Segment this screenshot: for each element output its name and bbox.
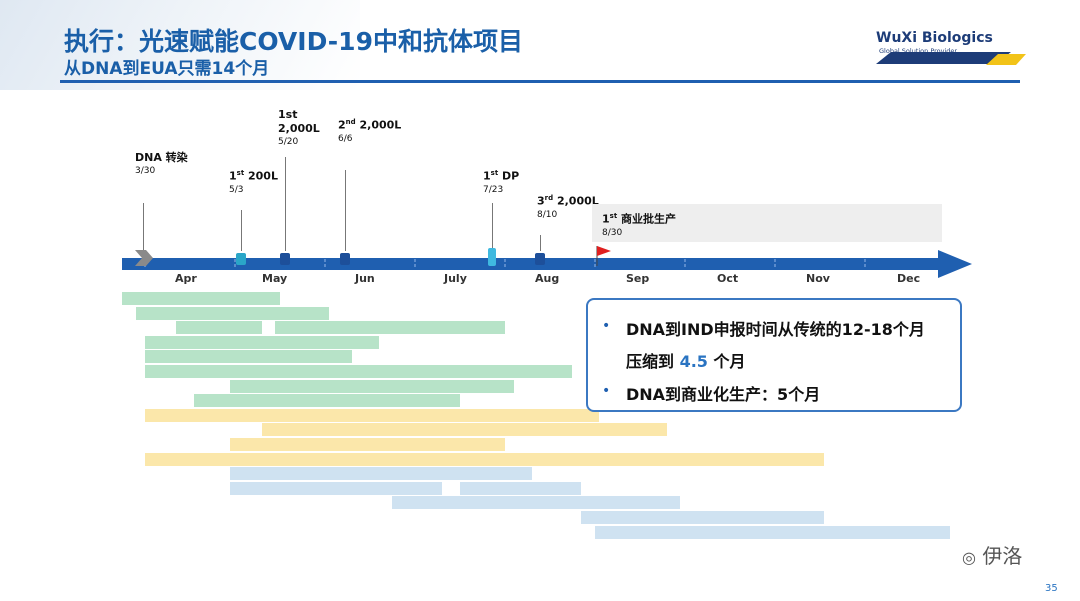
month-label: Apr bbox=[175, 272, 197, 285]
logo-name: WuXi Biologics bbox=[876, 30, 993, 46]
gantt-bar bbox=[144, 335, 379, 349]
month-label: May bbox=[262, 272, 288, 285]
month-label: July bbox=[444, 272, 467, 285]
commercial-production-band bbox=[592, 204, 942, 242]
callout-bullet-1-line-1: DNA到IND申报时间从传统的12-18个月 bbox=[626, 320, 925, 339]
milestone-date: 5/20 bbox=[278, 137, 299, 147]
bullet-icon: • bbox=[602, 318, 611, 334]
milestone-label: 1st 商业批生产 bbox=[602, 212, 677, 226]
gantt-bar bbox=[392, 496, 680, 510]
milestone-1st-dp: 1st DP 7/23 bbox=[483, 166, 519, 196]
month-label: Sep bbox=[626, 272, 650, 285]
milestone-1st-2000l: 1st 2,000L 5/20 bbox=[278, 108, 320, 148]
gantt-bar bbox=[594, 525, 950, 539]
month-label: Nov bbox=[806, 272, 830, 285]
milestone-label: 1st 200L bbox=[229, 169, 278, 183]
page-number: 35 bbox=[1045, 583, 1058, 594]
month-label: Jun bbox=[355, 272, 375, 285]
milestone-drop-line bbox=[285, 157, 286, 251]
gantt-bar bbox=[230, 467, 532, 481]
milestone-label-line2: 2,000L bbox=[278, 122, 320, 135]
milestone-date: 6/6 bbox=[338, 133, 353, 144]
gantt-bar bbox=[122, 292, 280, 305]
month-label: Dec bbox=[897, 272, 921, 285]
bioreactor-icon bbox=[236, 253, 246, 265]
gantt-bar bbox=[459, 481, 581, 495]
milestone-label: 2nd 2,000L bbox=[338, 118, 402, 132]
red-flag-icon bbox=[596, 246, 611, 266]
start-chevron-icon bbox=[135, 250, 153, 266]
summary-callout: • DNA到IND申报时间从传统的12-18个月 压缩到 4.5 个月 • DN… bbox=[586, 298, 962, 412]
timeline-arrow bbox=[122, 246, 972, 278]
vial-icon bbox=[488, 248, 496, 266]
slide-subtitle: 从DNA到EUA只需14个月 bbox=[64, 59, 270, 79]
milestone-dna-transfection: DNA 转染 3/30 bbox=[135, 151, 188, 177]
gantt-bar bbox=[581, 511, 824, 524]
gantt-bar bbox=[194, 394, 460, 408]
milestone-label: DNA 转染 bbox=[135, 151, 188, 164]
gantt-bar bbox=[230, 379, 514, 393]
gantt-bar bbox=[144, 452, 824, 466]
milestone-2nd-2000l: 2nd 2,000L 6/6 bbox=[338, 115, 401, 145]
logo-swoosh-icon bbox=[876, 52, 1026, 65]
gantt-bar bbox=[230, 438, 505, 451]
milestone-date: 5/3 bbox=[229, 184, 244, 195]
milestone-drop-line bbox=[540, 235, 541, 251]
milestone-drop-line bbox=[143, 203, 144, 251]
gantt-bar bbox=[135, 306, 329, 320]
gantt-bar bbox=[275, 321, 505, 335]
gantt-bar bbox=[261, 423, 667, 437]
callout-bullet-1-line-2: 压缩到 4.5 个月 bbox=[626, 352, 746, 371]
milestone-date: 7/23 bbox=[483, 184, 504, 195]
milestone-date: 8/10 bbox=[537, 209, 558, 220]
milestone-date: 3/30 bbox=[135, 166, 156, 176]
company-logo: WuXi Biologics Global Solution Provider bbox=[876, 30, 1026, 70]
milestone-1st-200l: 1st 200L 5/3 bbox=[229, 166, 278, 196]
gantt-bar bbox=[144, 350, 352, 364]
bioreactor-icon bbox=[535, 253, 545, 265]
slide-title: 执行：光速赋能COVID-19中和抗体项目 bbox=[64, 27, 523, 56]
bioreactor-icon bbox=[280, 253, 290, 265]
milestone-label: 1st DP bbox=[483, 169, 520, 183]
bullet-icon: • bbox=[602, 383, 611, 399]
milestone-drop-line bbox=[492, 203, 493, 249]
gantt-bar bbox=[230, 481, 442, 495]
month-label: Aug bbox=[535, 272, 560, 285]
milestone-3rd-2000l: 3rd 2,000L 8/10 bbox=[537, 191, 599, 221]
wechat-icon: ◎ bbox=[962, 548, 976, 567]
bioreactor-icon bbox=[340, 253, 350, 265]
milestone-1st-commercial: 1st 商业批生产 8/30 bbox=[602, 209, 676, 239]
milestone-label: 1st bbox=[278, 108, 298, 121]
title-underline bbox=[60, 80, 1020, 83]
gantt-bar bbox=[176, 321, 262, 335]
milestone-date: 8/30 bbox=[602, 227, 623, 238]
logo-tagline: Global Solution Provider bbox=[879, 47, 958, 55]
month-label: Oct bbox=[717, 272, 739, 285]
gantt-bar bbox=[144, 365, 572, 378]
gantt-bar bbox=[144, 408, 599, 422]
background-decoration bbox=[0, 0, 360, 90]
callout-bullet-2: DNA到商业化生产：5个月 bbox=[626, 385, 821, 404]
watermark: ◎ 伊洛 bbox=[962, 544, 1023, 568]
milestone-drop-line bbox=[345, 170, 346, 251]
milestone-label: 3rd 2,000L bbox=[537, 194, 599, 208]
milestone-drop-line bbox=[241, 210, 242, 251]
